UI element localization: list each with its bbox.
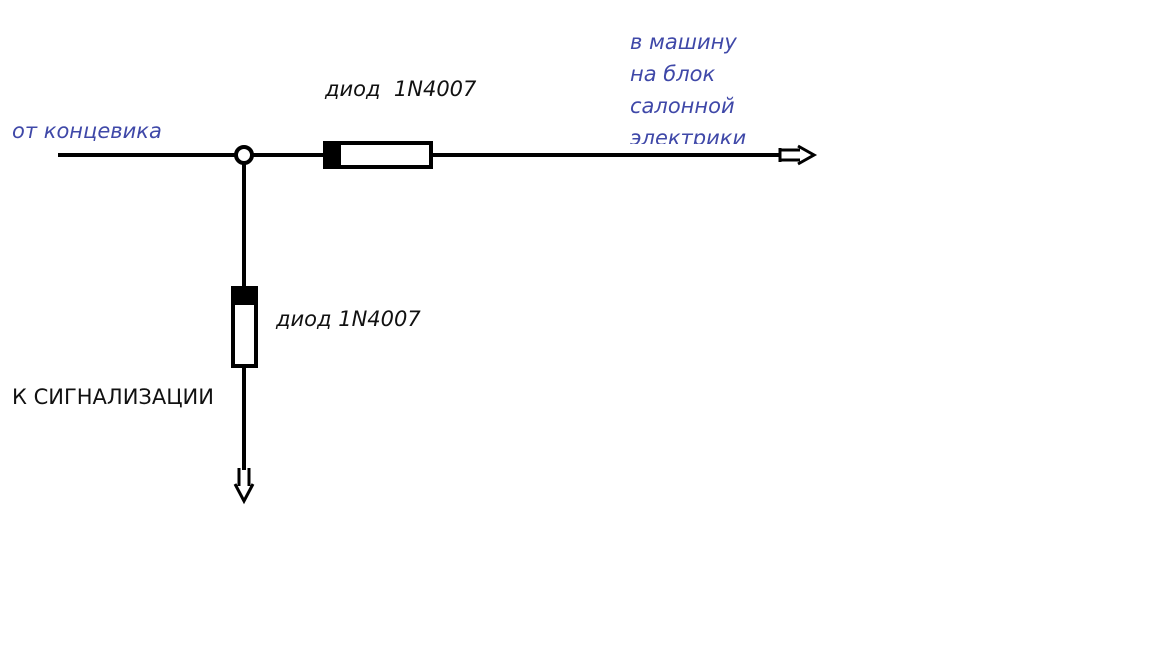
output-arrow-right <box>778 144 818 166</box>
output-arrow-down <box>233 468 255 505</box>
diode-bottom <box>231 286 258 368</box>
diode-top <box>323 141 433 169</box>
label-alarm: К СИГНАЛИЗАЦИИ <box>12 385 214 409</box>
diode-top-cathode-band <box>325 143 341 167</box>
label-destination-line: электрики <box>630 126 747 144</box>
label-source: от концевика <box>12 119 162 143</box>
label-diode-bottom: диод 1N4007 <box>276 307 421 331</box>
label-diode-top: диод 1N4007 <box>325 77 477 101</box>
label-destination-line: на блок <box>630 62 716 86</box>
label-destination-line: салонной <box>630 94 735 118</box>
label-destination-line: в машину <box>630 30 737 54</box>
junction-node <box>234 145 254 165</box>
label-destination: в машину на блок салонной электрики <box>630 26 746 144</box>
diode-bottom-cathode-band <box>233 288 256 305</box>
